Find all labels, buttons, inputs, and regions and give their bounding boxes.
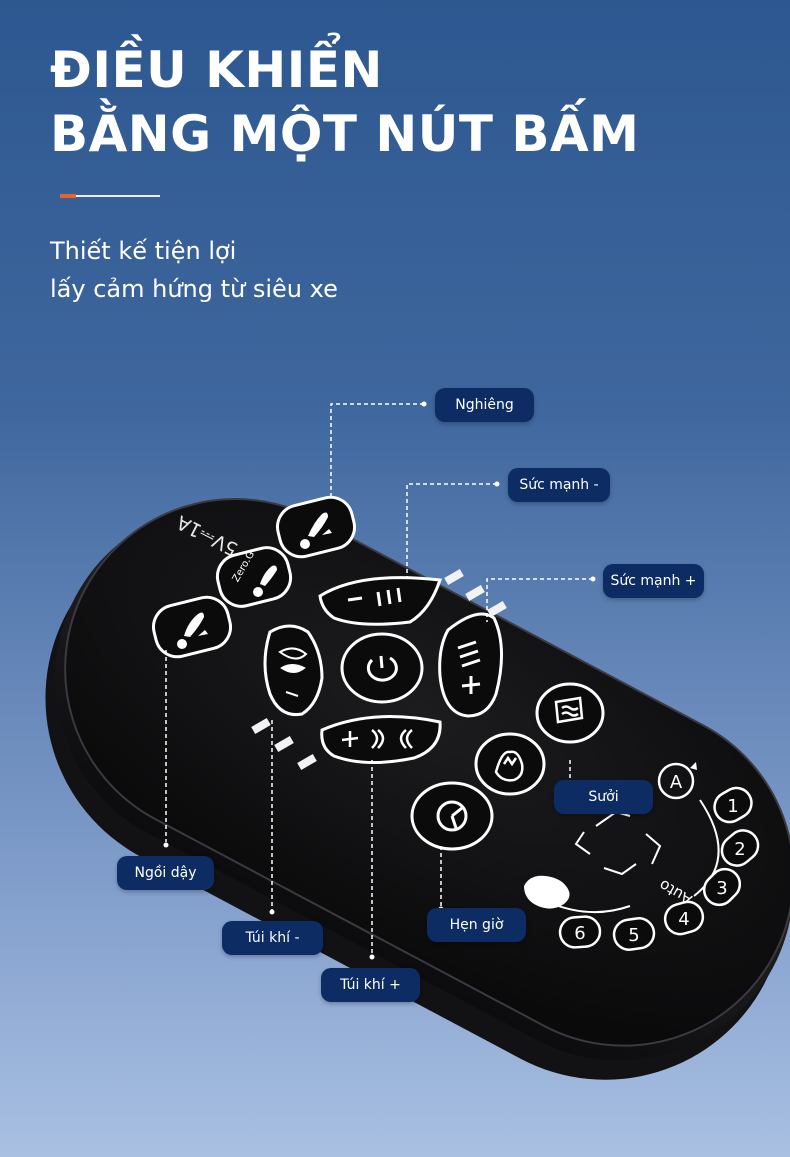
number-label-5: 5 [628,925,639,946]
intensity-minus-button[interactable] [318,576,443,626]
direction-pad[interactable] [574,810,662,876]
callout-hen-gio: Hẹn giờ [427,908,526,942]
leader-suc-manh-minus [406,483,497,578]
subtitle: Thiết kế tiện lợi lấy cảm hứng từ siêu x… [50,232,338,308]
intensity-minus-icon [347,587,402,607]
headline-divider [60,194,160,198]
number-button-6[interactable]: 6 [558,915,602,949]
headline-line-1: ĐIỀU KHIỂN [50,41,383,99]
leader-suc-manh-plus [486,578,593,622]
callout-ngoi-day: Ngồi dậy [117,856,214,890]
airbag-minus-icon [278,647,308,697]
sit-up-icon [177,612,208,649]
recline-button[interactable] [273,493,359,562]
headline: ĐIỀU KHIỂN BẰNG MỘT NÚT BẤM [50,38,639,166]
recline-icon [300,512,332,549]
massage-mode-button[interactable] [474,732,546,796]
callout-tui-khi-plus: Túi khí + [321,968,420,1002]
number-label-1: 1 [727,796,738,817]
callout-leader-lines [165,403,593,954]
massage-hand-icon [494,750,524,782]
intensity-plus-button[interactable] [438,612,504,718]
divider-accent [60,194,76,198]
auto-mode-a-button[interactable]: A [657,762,695,800]
auto-mode-a-label: A [670,772,683,793]
divider-line [60,195,160,197]
callout-nghieng: Nghiêng [435,388,534,422]
dpad-left [574,831,591,855]
callout-tui-khi-minus: Túi khí - [222,921,323,955]
number-button-4[interactable]: 4 [662,899,706,938]
leader-nghieng [330,403,424,500]
hand-touch-icon [524,875,570,909]
zero-g-icon [253,565,277,597]
subtitle-line-1: Thiết kế tiện lợi [50,237,237,265]
number-button-5[interactable]: 5 [612,916,656,951]
dpad-right [645,833,662,865]
airbag-minus-button[interactable] [263,624,324,717]
timer-button[interactable] [410,781,494,851]
timer-icon [436,800,468,832]
number-label-4: 4 [678,909,689,930]
number-label-6: 6 [574,923,585,944]
intensity-plus-icon [457,640,481,694]
power-button[interactable] [340,632,424,704]
power-icon [366,655,398,682]
zero-g-button[interactable]: Zero.G [213,543,295,611]
number-label-2: 2 [734,839,745,860]
number-button-1[interactable]: 1 [709,783,757,828]
heat-icon [554,696,584,724]
subtitle-line-2: lấy cảm hứng từ siêu xe [50,275,338,303]
heat-button[interactable] [535,682,605,744]
sit-up-button[interactable] [149,593,235,662]
auto-arc [693,799,720,897]
dpad-down [603,863,637,876]
callout-suoi: Sưởi [554,780,653,814]
headline-line-2: BẰNG MỘT NÚT BẤM [50,105,640,163]
remote-body [45,498,790,1080]
airbag-plus-icon [341,729,413,749]
indicator-dashes [251,569,507,770]
callout-suc-manh-minus: Sức mạnh - [508,468,610,502]
number-label-3: 3 [716,878,727,899]
number-button-2[interactable]: 2 [716,824,764,871]
rotate-arrow-icon [690,762,697,770]
callout-suc-manh-plus: Sức mạnh + [603,564,704,598]
airbag-plus-button[interactable] [320,715,442,764]
